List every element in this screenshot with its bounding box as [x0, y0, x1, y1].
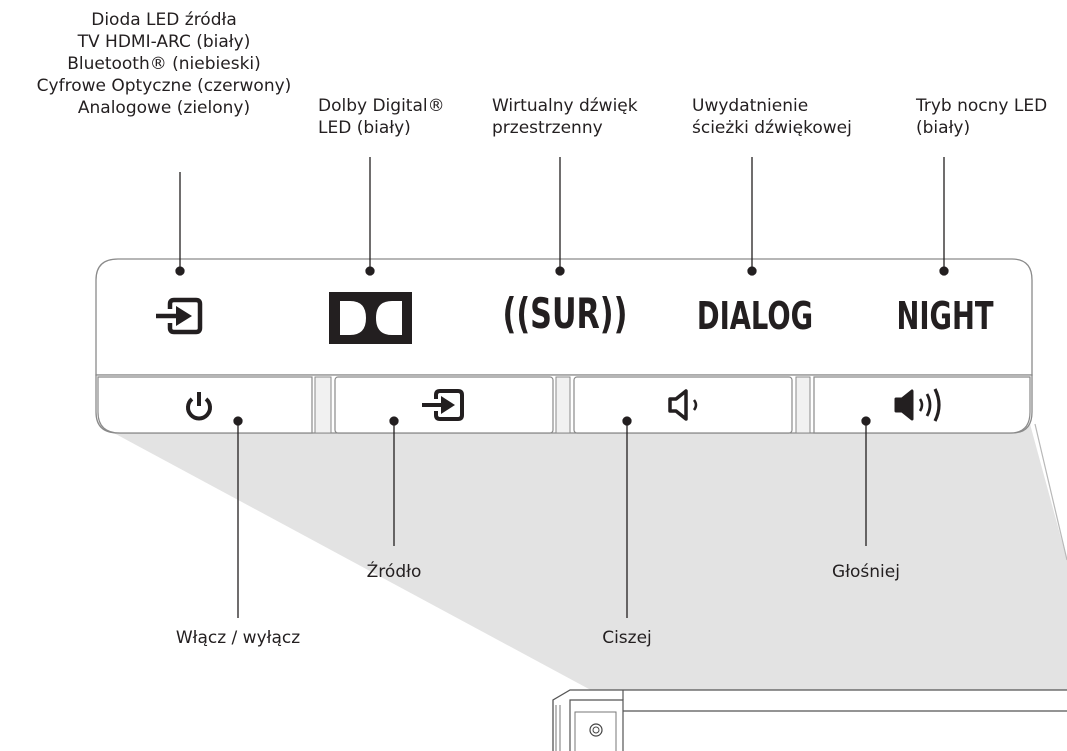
volume-down-button[interactable] — [573, 376, 793, 434]
callout-lines — [175, 157, 949, 618]
logo-emblem-icon — [589, 723, 603, 737]
dolby-double-d-icon — [329, 292, 412, 344]
source-input-arrow-icon — [422, 389, 464, 421]
source-button-label: Źródło — [366, 562, 422, 582]
indicator-panel — [95, 258, 1033, 376]
quieter-label: Ciszej — [602, 628, 652, 648]
dialog-label: Uwydatnienie ścieżki dźwiękowej — [692, 96, 852, 138]
dialog-indicator: DIALOG — [696, 294, 814, 338]
source-led-label: Dioda LED źródła TV HDMI-ARC (biały) Blu… — [36, 10, 292, 118]
power-label: Włącz / wyłącz — [175, 628, 301, 648]
power-button[interactable] — [97, 376, 313, 434]
surround-indicator: ((SUR)) — [502, 289, 628, 338]
surround-label: Wirtualny dźwięk przestrzenny — [492, 96, 638, 138]
speaker-low-icon — [668, 389, 698, 421]
dolby-led-label: Dolby Digital® LED (biały) — [318, 96, 445, 138]
perspective-shadow — [112, 424, 1067, 700]
soundbar-body — [552, 689, 1067, 751]
power-icon — [186, 392, 212, 421]
night-label: Tryb nocny LED (biały) — [916, 96, 1048, 138]
night-indicator: NIGHT — [896, 294, 994, 338]
louder-label: Głośniej — [832, 562, 900, 582]
input-arrow-icon — [156, 297, 203, 335]
speaker-high-icon — [894, 388, 941, 422]
